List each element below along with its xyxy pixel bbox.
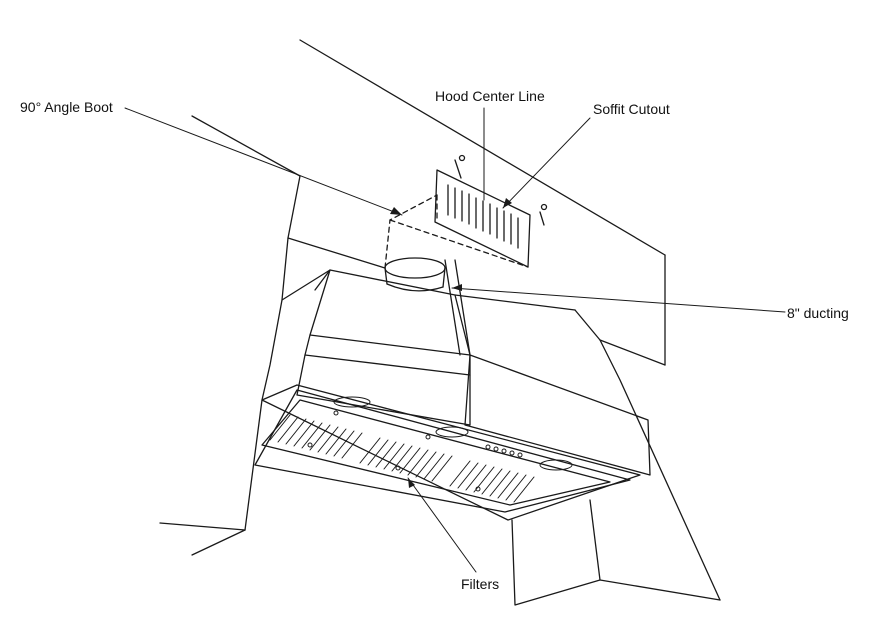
- filter-slats: [269, 396, 573, 503]
- ducting-label: 8" ducting: [787, 305, 849, 321]
- soffit-cutout-label: Soffit Cutout: [593, 101, 670, 117]
- filters-leader: [407, 477, 477, 573]
- soffit-cutout-leader: [502, 117, 591, 209]
- hood-center-line-label: Hood Center Line: [435, 88, 545, 104]
- angle-boot-dashed: [384, 194, 529, 269]
- ceiling-outline: [191, 39, 666, 366]
- soffit-cutout-plate: [434, 154, 548, 268]
- filters-label: Filters: [461, 576, 500, 592]
- soffit-enclosure: [159, 175, 721, 606]
- angle-boot-label: 90° Angle Boot: [20, 99, 113, 115]
- range-hood: [254, 257, 651, 521]
- ducting-leader: [451, 287, 786, 313]
- angle-boot-leader: [124, 107, 403, 216]
- leader-lines: [124, 107, 786, 573]
